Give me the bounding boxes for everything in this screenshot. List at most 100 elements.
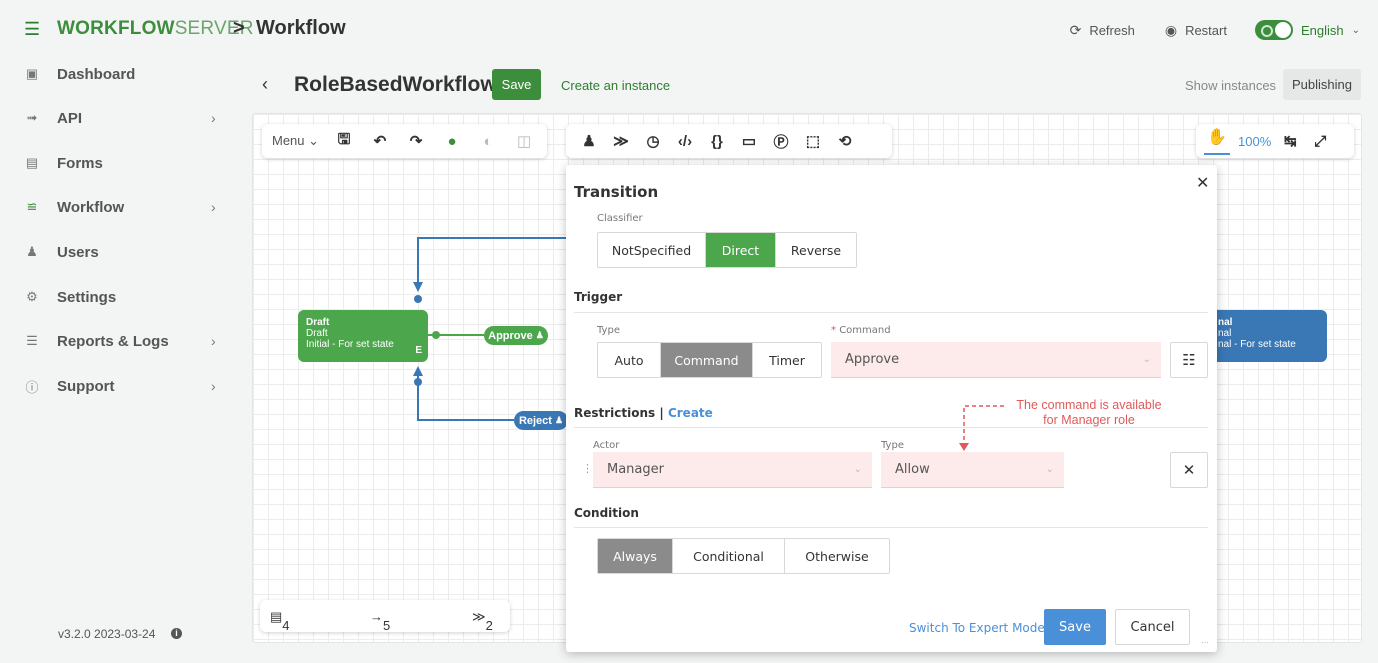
menu-dropdown[interactable]: Menu ⌄ (272, 133, 320, 148)
restart-button[interactable]: Restart (1185, 22, 1227, 38)
publishing-button[interactable]: Publishing (1283, 69, 1361, 100)
add-icon[interactable]: ● (447, 132, 457, 150)
transition-reject[interactable]: Reject ♟ (514, 411, 568, 430)
actor-select[interactable]: Manager ⌄ (593, 452, 872, 488)
incoming-line-reject (417, 370, 514, 421)
dialog-cancel-button[interactable]: Cancel (1115, 609, 1190, 645)
transition-dialog: Transition ✕ Classifier NotSpecified Dir… (566, 165, 1217, 652)
sidebar-item-workflow[interactable]: ≌ Workflow › (0, 192, 240, 222)
fullscreen-icon[interactable]: ⤢ (1314, 132, 1327, 150)
toggle-icon[interactable]: ◐ (483, 132, 493, 150)
timer-icon[interactable]: ◷ (646, 133, 660, 150)
info-icon[interactable]: i (171, 628, 182, 639)
remove-restriction-button[interactable]: ✕ (1170, 452, 1208, 488)
sidebar-item-support[interactable]: ⓘ Support › (25, 377, 216, 395)
command-select[interactable]: Approve ⌄ (831, 342, 1161, 378)
form-icon: ▤ (25, 155, 39, 170)
trash-icon[interactable]: ◫ (516, 133, 532, 150)
page-title: Workflow (256, 17, 346, 39)
refresh-button[interactable]: Refresh (1089, 22, 1135, 38)
classifier-notspecified[interactable]: NotSpecified (598, 233, 706, 267)
save-scheme-button[interactable]: Save (492, 69, 541, 100)
parameter-icon[interactable]: Ⓟ (773, 133, 789, 151)
user-icon: ♟ (535, 330, 544, 340)
expert-mode-link[interactable]: Switch To Expert Mode (909, 621, 1045, 635)
hand-pan-icon[interactable]: ✋ (1204, 127, 1230, 155)
breadcrumb-separator: > (233, 17, 245, 39)
back-chevron-icon[interactable]: ‹ (262, 74, 268, 94)
elements-toolbar: ♟ ≫ ◷ ‹/› {} ▭ Ⓟ ⬚ ⟲ (566, 124, 892, 158)
chevron-right-icon: › (211, 110, 216, 126)
selection-icon[interactable]: ⬚ (805, 133, 821, 150)
sidebar-item-users[interactable]: ♟ Users (0, 237, 240, 267)
sidebar-item-api[interactable]: ➟ API › (0, 103, 240, 133)
connector-dot (432, 331, 440, 339)
command-icon[interactable]: ≫ (613, 133, 629, 150)
sidebar-item-reports[interactable]: ☰ Reports & Logs › (0, 326, 240, 356)
top-bar: ☰ WORKFLOWSERVER > Workflow ⟳ Refresh ◉ … (0, 0, 1378, 58)
close-icon[interactable]: ✕ (1196, 173, 1210, 192)
undo-icon[interactable]: ↶ (373, 133, 387, 150)
sidebar-item-forms[interactable]: ▤ Forms (25, 154, 103, 172)
create-instance-link[interactable]: Create an instance (561, 78, 671, 93)
user-icon: ♟ (554, 415, 564, 425)
theme-toggle[interactable] (1254, 20, 1293, 40)
sliders-icon: ☷ (1182, 351, 1196, 369)
divider (574, 312, 1208, 313)
language-select[interactable]: English (1300, 22, 1344, 38)
fit-width-icon[interactable]: ↹ (1283, 133, 1297, 150)
chevron-down-icon: ⌄ (1142, 354, 1151, 365)
version-label: v3.2.0 2023-03-24 (58, 627, 156, 641)
annotation-note: The command is available for Manager rol… (1016, 398, 1162, 427)
dialog-save-button[interactable]: Save (1044, 609, 1106, 645)
trigger-auto[interactable]: Auto (598, 343, 661, 377)
comment-icon[interactable]: ▭ (741, 133, 757, 150)
connector-dot (414, 378, 422, 386)
redo-icon[interactable]: ↷ (409, 133, 423, 150)
code-icon[interactable]: ‹/› (677, 132, 693, 150)
state-draft[interactable]: Draft Draft Initial - For set state E (298, 310, 428, 362)
commands-count: ≫ 2 (472, 609, 493, 633)
sidebar-item-settings[interactable]: ⚙ Settings (0, 282, 240, 312)
chevron-right-icon: › (211, 199, 216, 215)
show-instances-link[interactable]: Show instances (1185, 78, 1277, 93)
save-icon[interactable]: 🖫 (337, 130, 351, 148)
condition-otherwise[interactable]: Otherwise (805, 548, 869, 564)
restriction-type-label: Type (881, 440, 904, 451)
brand-logo[interactable]: WORKFLOWSERVER (57, 18, 254, 39)
arrow-up (413, 366, 423, 376)
command-settings-button[interactable]: ☷ (1170, 342, 1208, 378)
dialog-title: Transition (574, 183, 659, 201)
create-restriction-link[interactable]: Create (667, 406, 713, 420)
command-label: * Command (831, 325, 891, 336)
chevron-down-icon[interactable]: ⌄ (1351, 24, 1360, 36)
zoom-level[interactable]: 100% (1238, 133, 1272, 149)
condition-conditional[interactable]: Conditional (673, 539, 785, 573)
hamburger-menu-icon[interactable]: ☰ (24, 19, 41, 39)
chevron-right-icon: › (211, 378, 216, 394)
resize-handle-icon[interactable]: ⋯ (1201, 638, 1209, 647)
top-actions: ⟳ Refresh ◉ Restart English ⌄ (1070, 18, 1360, 42)
arrow-down (413, 282, 423, 292)
state-badge: E (415, 345, 422, 356)
trigger-type-label: Type (597, 325, 620, 336)
condition-heading: Condition (574, 506, 639, 520)
play-circle-icon[interactable]: ◉ (1164, 21, 1178, 38)
braces-icon[interactable]: {} (711, 132, 723, 150)
condition-selector: Always Conditional Otherwise (597, 538, 890, 574)
trigger-timer[interactable]: Timer (769, 352, 805, 368)
state-final[interactable]: nal nal nal - For set state (1210, 310, 1327, 362)
help-icon: ⓘ (25, 379, 39, 395)
classifier-direct[interactable]: Direct (706, 233, 776, 267)
actor-icon[interactable]: ♟ (582, 133, 596, 150)
restriction-type-select[interactable]: Allow ⌄ (881, 452, 1064, 488)
history-icon[interactable]: ⟲ (838, 133, 852, 150)
condition-always[interactable]: Always (598, 539, 673, 573)
transition-approve[interactable]: Approve ♟ (484, 326, 548, 345)
classifier-reverse[interactable]: Reverse (790, 242, 842, 258)
trigger-command[interactable]: Command (661, 343, 753, 377)
trigger-type-selector: Auto Command Timer (597, 342, 822, 378)
sidebar-item-dashboard[interactable]: ▣ Dashboard (25, 65, 136, 83)
transitions-count: → 5 (370, 609, 391, 633)
refresh-icon[interactable]: ⟳ (1069, 21, 1082, 38)
